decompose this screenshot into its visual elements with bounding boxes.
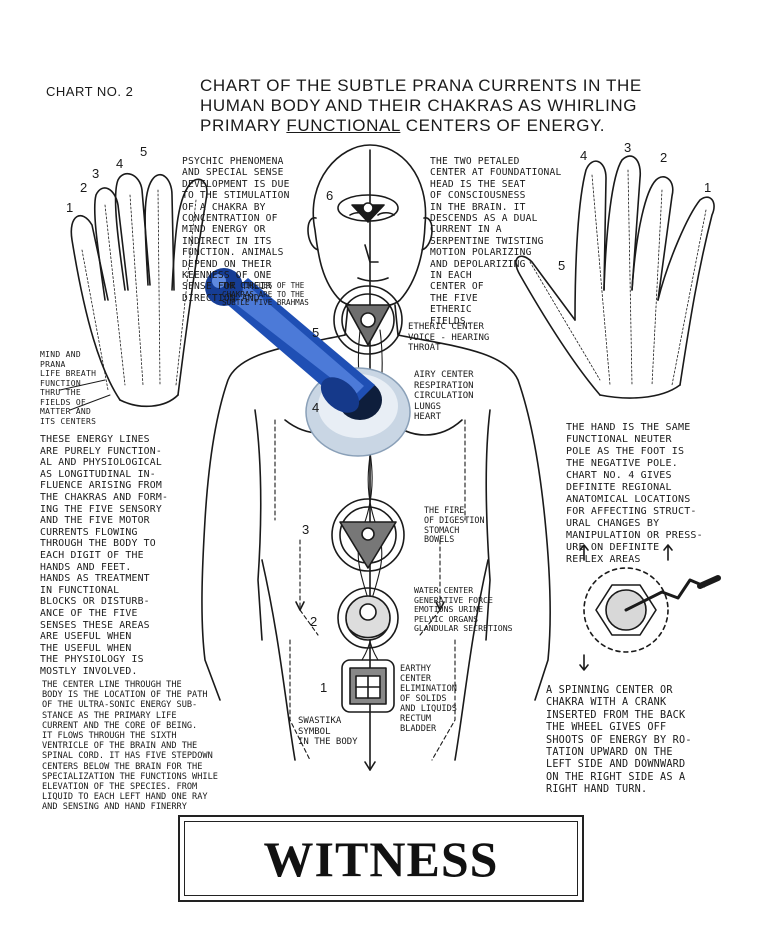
airy-center-label: AIRY CENTER RESPIRATION CIRCULATION LUNG… [414,370,474,422]
chakra-number-4: 4 [312,400,320,415]
left-finger-number-3: 3 [92,166,100,181]
water-center-label: WATER CENTER GENERATIVE FORCE EMOTIONS U… [414,585,513,634]
caption-label: WITNESS [263,830,499,887]
right-finger-number-2: 2 [660,150,668,165]
etheric-center-label: ETHERIC CENTER VOICE - HEARING THROAT [408,322,490,353]
fire-center-label: THE FIRE OF DIGESTION STOMACH BOWELS [424,505,485,545]
left-hand-drawing [59,172,208,411]
chakra-3 [331,498,405,572]
chakra-number-6: 6 [326,188,334,203]
energy-lines-note: THESE ENERGY LINES ARE PURELY FUNCTION- … [40,434,169,677]
left-finger-number-4: 4 [116,156,124,171]
two-petaled-note: THE TWO PETALED CENTER AT FOUNDATIONAL H… [430,156,562,327]
psychic-phenomena-note: PSYCHIC PHENOMENA AND SPECIAL SENSE DEVE… [182,156,290,304]
chakra-number-2: 2 [310,614,318,629]
chart-number: CHART NO. 2 [46,84,134,99]
chakra-number-3: 3 [302,522,310,537]
circles-note: THE CIRCLES OF THE CHAKRAS ARE TO THE SU… [222,281,309,308]
blue-pin [205,268,411,457]
mind-prana-note: MIND AND PRANA LIFE BREATH FUNCTION THRU… [40,350,97,426]
spinning-chakra-drawing [579,544,721,671]
chakra-6 [337,194,399,223]
left-finger-number-1: 1 [66,200,74,215]
left-finger-number-2: 2 [80,180,88,195]
chakra-5 [333,285,403,355]
right-hand-drawing [515,155,715,399]
hand-same-pole-note: THE HAND IS THE SAME FUNCTIONAL NEUTER P… [566,422,703,565]
swastika-label: SWASTIKA SYMBOL IN THE BODY [298,716,358,747]
right-finger-number-1: 1 [704,180,712,195]
title-underlined-word: FUNCTIONAL [286,116,401,135]
left-ear [307,217,319,251]
chakra-1 [341,659,395,713]
right-finger-number-4: 4 [580,148,588,163]
center-line-note: THE CENTER LINE THROUGH THE BODY IS THE … [42,680,218,813]
caption-box: WITNESS [178,815,584,902]
spinning-center-note: A SPINNING CENTER OR CHAKRA WITH A CRANK… [546,685,692,796]
left-finger-number-5: 5 [140,144,148,159]
page-title: CHART OF THE SUBTLE PRANA CURRENTS IN TH… [200,76,642,135]
chakra-2 [337,587,399,649]
right-finger-number-5: 5 [558,258,566,273]
right-ear [421,217,433,251]
torso-outline [201,334,346,701]
chakra-number-1: 1 [320,680,328,695]
earthy-center-label: EARTHY CENTER ELIMINATION OF SOLIDS AND … [400,664,457,734]
chakra-number-5: 5 [312,325,320,340]
right-finger-number-3: 3 [624,140,632,155]
